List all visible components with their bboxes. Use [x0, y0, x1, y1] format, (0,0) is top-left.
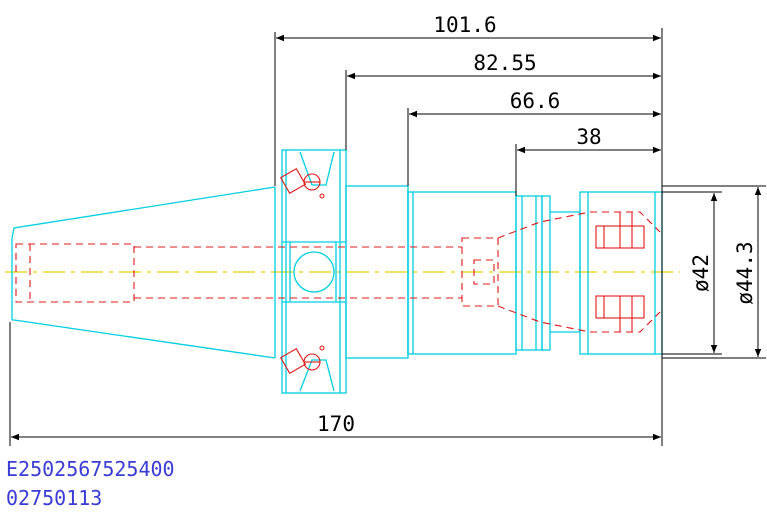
ball-bottom	[279, 345, 325, 375]
part-number: E2502567525400	[6, 457, 175, 481]
part-code: 02750113	[6, 486, 102, 510]
hidden-lines	[15, 167, 661, 375]
dim-text-82-55: 82.55	[473, 51, 536, 75]
dim-text-38: 38	[576, 125, 601, 149]
dim-text-dia-44-3: ø44.3	[733, 241, 757, 304]
body-outline	[345, 185, 663, 359]
ball-top	[279, 167, 325, 199]
dim-text-101-6: 101.6	[433, 13, 496, 37]
flange-outline	[281, 149, 347, 394]
dim-text-dia-42: ø42	[689, 254, 713, 292]
extension-lines	[9, 28, 766, 446]
dim-text-170: 170	[317, 412, 355, 436]
dim-text-66-6: 66.6	[510, 89, 561, 113]
dimension-lines	[11, 34, 762, 441]
taper-outline	[11, 186, 276, 359]
